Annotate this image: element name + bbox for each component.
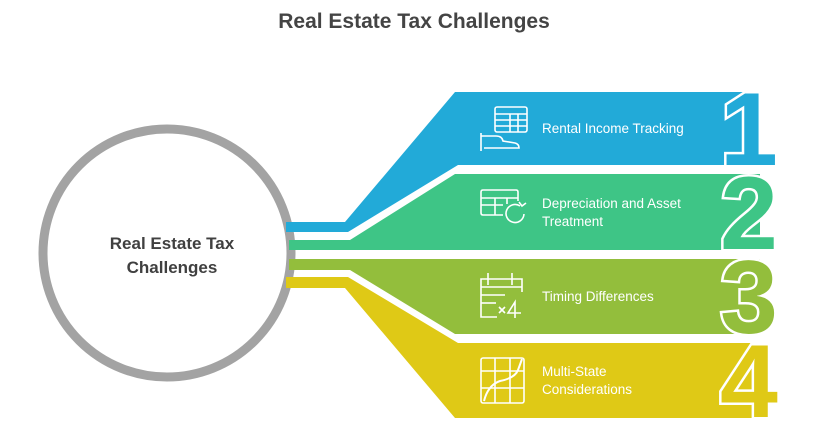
hub-label-line2: Challenges: [126, 258, 218, 277]
grid-curve-icon: [480, 357, 525, 404]
item-band-2: [289, 174, 760, 250]
item-label-2: Depreciation and Asset Treatment: [542, 195, 717, 231]
hand-spreadsheet-icon: [480, 106, 528, 151]
item-band-3: [289, 259, 760, 334]
item-number-1: 1: [720, 72, 778, 188]
item-band-1: [286, 92, 760, 232]
page-title: Real Estate Tax Challenges: [278, 10, 550, 33]
item-number-3: 3: [720, 240, 778, 356]
calendar-multiply-icon: [480, 273, 523, 318]
item-number-4: 4: [720, 324, 778, 439]
item-number-2: 2: [720, 156, 778, 272]
item-label-2-line1: Depreciation and Asset: [542, 196, 681, 211]
item-label-2-line2: Treatment: [542, 214, 604, 229]
item-band-4: [286, 277, 760, 418]
hub-label-line1: Real Estate Tax: [109, 234, 235, 253]
spreadsheet-refresh-icon: [480, 189, 527, 224]
item-label-4-line2: Considerations: [542, 382, 633, 397]
item-label-3: Timing Differences: [542, 289, 654, 304]
hub-ring: [38, 124, 296, 382]
item-label-1: Rental Income Tracking: [542, 121, 684, 136]
item-label-4: Multi-State Considerations: [542, 363, 717, 399]
hub-label: Real Estate Tax Challenges: [62, 232, 282, 280]
item-label-4-line1: Multi-State: [542, 364, 607, 379]
